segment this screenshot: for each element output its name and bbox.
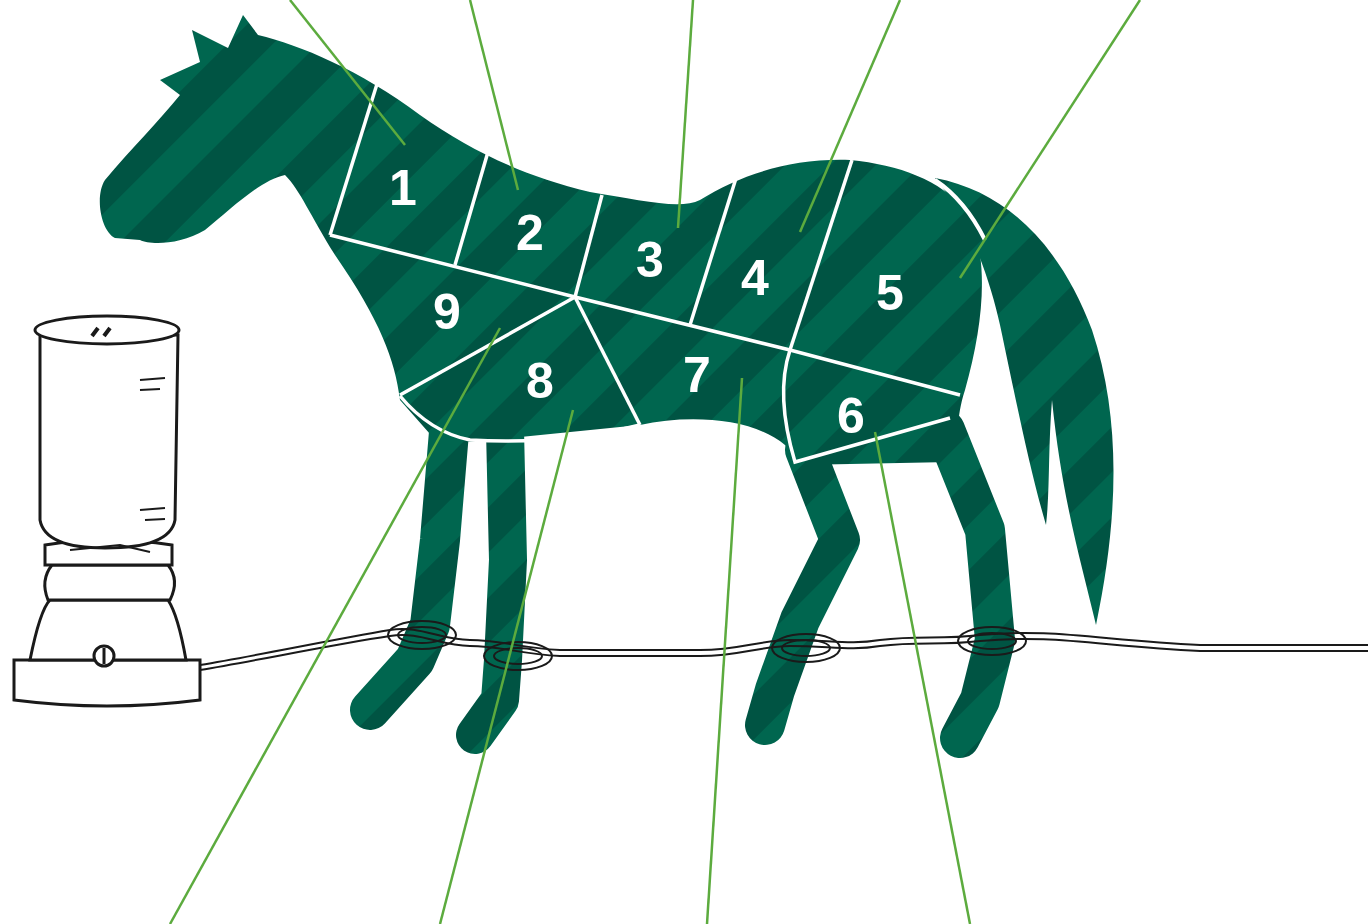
callout-number: 3 — [636, 235, 664, 285]
callout-number: 1 — [389, 163, 417, 213]
callout-number: 2 — [516, 208, 544, 258]
leader-lines — [170, 0, 1140, 924]
cut-lines — [330, 84, 985, 462]
horse-body — [100, 15, 982, 465]
callout-number: 7 — [683, 350, 711, 400]
callout-number: 9 — [433, 287, 461, 337]
callout-number: 5 — [876, 268, 904, 318]
horse-legs — [370, 420, 995, 738]
callout-number: 6 — [837, 391, 865, 441]
callout-number: 8 — [526, 356, 554, 406]
callout-number: 4 — [741, 253, 769, 303]
power-cord — [200, 621, 1368, 670]
blender — [14, 316, 200, 706]
